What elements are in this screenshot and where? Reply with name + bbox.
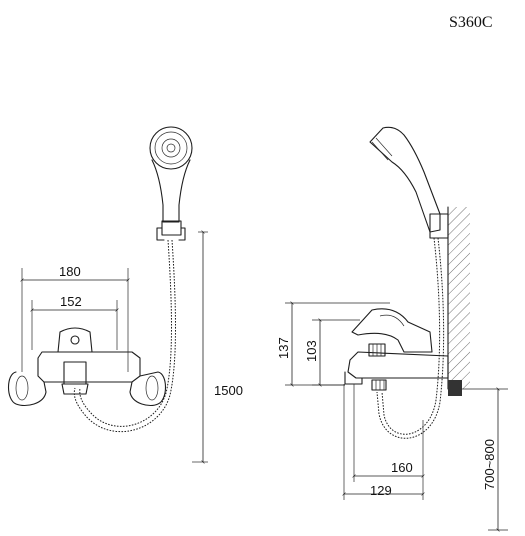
hose-front-inner [79, 239, 172, 427]
dim-height-inner-label: 103 [304, 340, 319, 362]
hose-side-inner [376, 237, 445, 439]
dim-front-1500: 1500 [192, 230, 243, 464]
dim-mount-height-label: 700~800 [482, 439, 497, 490]
front-view: 180 152 1500 [7, 126, 243, 464]
dim-side-103: 103 [304, 318, 360, 387]
mixer-body-front [7, 327, 167, 407]
dim-depth-outer-label: 160 [391, 460, 413, 475]
shower-head-side [369, 126, 449, 239]
dim-side-160: 160 [352, 384, 425, 482]
dim-side-700-800: 700~800 [462, 387, 508, 532]
wall [447, 206, 470, 396]
dim-hose-length-label: 1500 [214, 383, 243, 398]
shower-holder-front [156, 220, 186, 241]
hose-front [73, 239, 176, 432]
hose-side [381, 237, 441, 435]
dim-height-outer-label: 137 [276, 337, 291, 359]
dim-front-180: 180 [20, 264, 130, 372]
dim-side-137: 137 [276, 301, 390, 387]
dim-width-outer-label: 180 [59, 264, 81, 279]
dim-width-inner-label: 152 [60, 294, 82, 309]
mixer-body-side [344, 308, 449, 391]
dim-depth-inner-label: 129 [370, 483, 392, 498]
model-code: S360C [449, 14, 493, 31]
dim-front-152: 152 [30, 294, 119, 350]
dim-side-129: 129 [342, 384, 425, 500]
shower-head-front [149, 126, 193, 223]
side-view: 137 103 160 129 700~800 [276, 126, 508, 532]
